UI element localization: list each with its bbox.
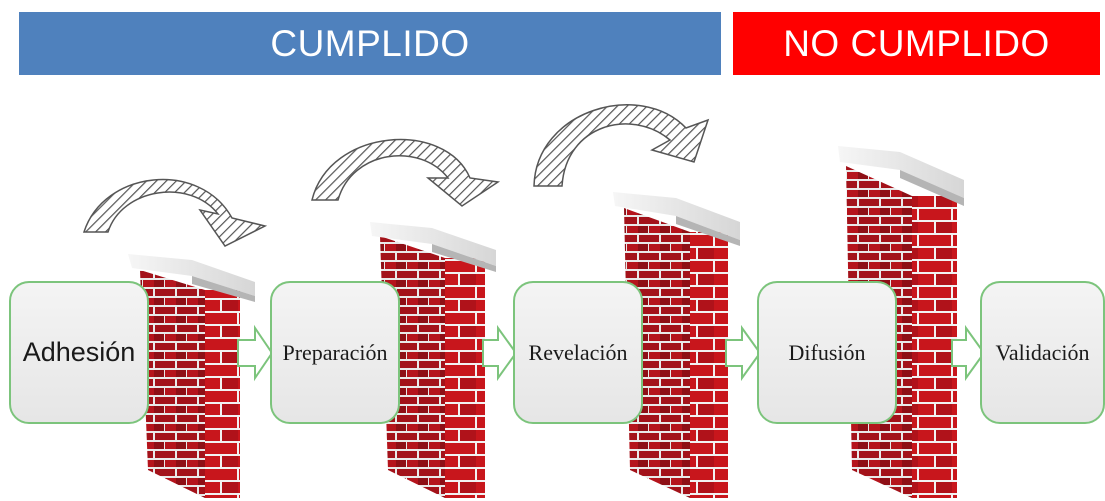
stage-label: Validación xyxy=(995,339,1090,365)
banner-cumplido-label: CUMPLIDO xyxy=(270,22,470,64)
stage-label: Adhesión xyxy=(22,337,136,367)
stage-adhesion: Adhesión xyxy=(9,281,149,424)
banner-no-cumplido: NO CUMPLIDO xyxy=(733,12,1100,75)
stage-preparacion: Preparación xyxy=(270,281,400,424)
stage-revelacion: Revelación xyxy=(513,281,643,424)
stage-validacion: Validación xyxy=(980,281,1105,424)
stage-difusion: Difusión xyxy=(757,281,897,424)
stage-label: Revelación xyxy=(528,339,628,365)
flow-arrow-2 xyxy=(482,324,518,382)
jump-arrow-2 xyxy=(311,138,501,207)
flow-arrow-1 xyxy=(237,324,274,382)
banner-no-cumplido-label: NO CUMPLIDO xyxy=(783,22,1050,64)
stage-label: Difusión xyxy=(788,339,866,365)
jump-arrow-3 xyxy=(533,104,710,187)
flow-arrow-3 xyxy=(725,324,762,382)
jump-arrow-1 xyxy=(82,178,268,247)
stage-label: Preparación xyxy=(282,339,388,365)
banner-cumplido: CUMPLIDO xyxy=(19,12,721,75)
